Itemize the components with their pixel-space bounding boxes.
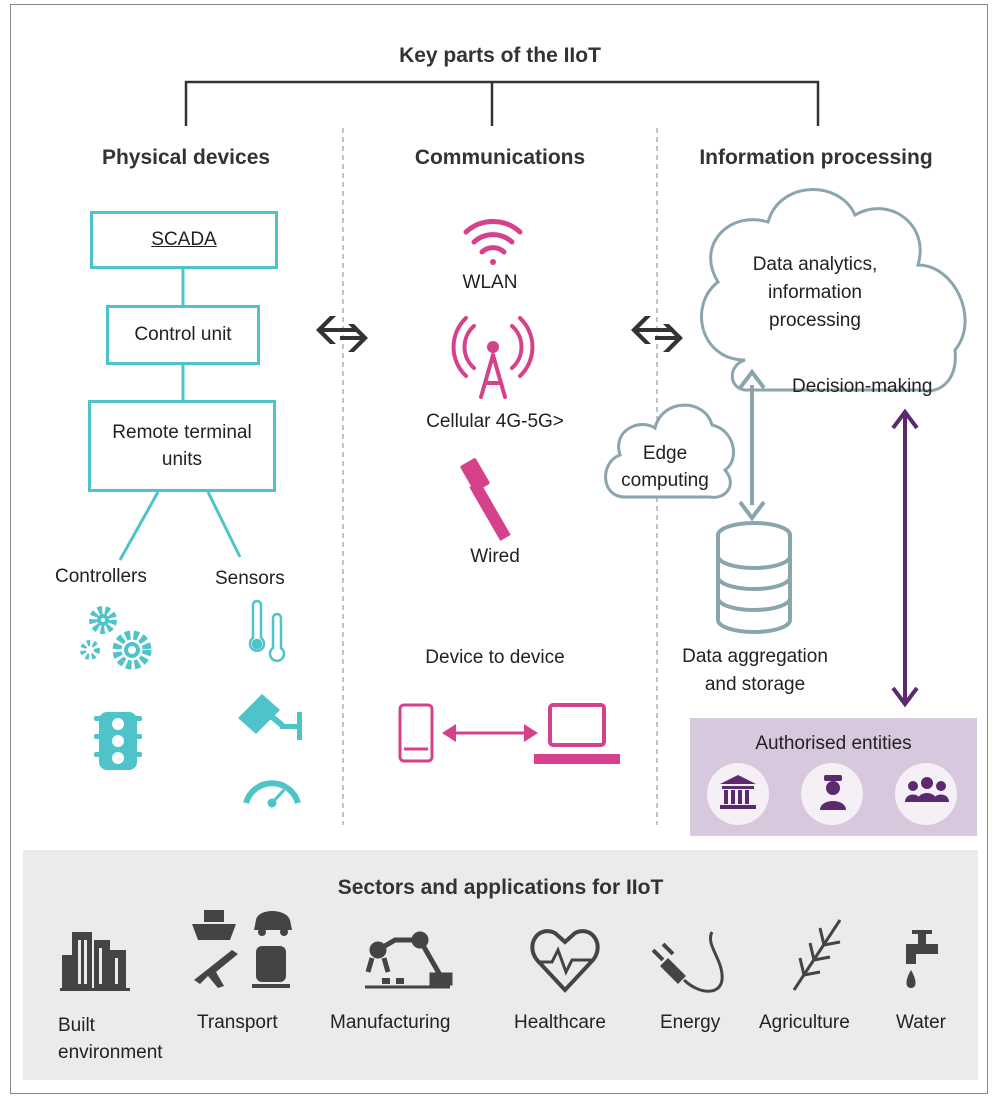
gears-icon	[80, 606, 152, 670]
cloud-line1: Data analytics,	[752, 254, 878, 275]
device-connectors	[118, 268, 242, 561]
cloud-line3: processing	[769, 310, 861, 331]
gauge-icon	[243, 780, 301, 808]
column-dividers	[342, 128, 658, 825]
heading-communications: Communications	[414, 146, 586, 169]
rtu-box: Remote terminal units	[88, 400, 276, 492]
sector-manufacturing: Manufacturing	[330, 1012, 451, 1033]
decision-making-label: Decision-making	[792, 376, 933, 397]
sectors-heading: Sectors and applications for IIoT	[337, 876, 664, 899]
sector-energy: Energy	[660, 1012, 721, 1033]
traffic-light-icon	[94, 712, 142, 770]
edge-cloud-icon	[604, 403, 735, 499]
tap-icon	[906, 930, 938, 988]
storage-cloud-arrow	[738, 368, 766, 522]
storage-line2: and storage	[704, 674, 806, 695]
physical-comms-arrows	[316, 316, 368, 352]
sector-water: Water	[896, 1012, 946, 1033]
scada-box: SCADA	[90, 211, 278, 269]
phone-icon	[398, 703, 434, 763]
scada-label: SCADA	[151, 229, 217, 250]
database-icon	[716, 521, 792, 634]
thermometers-icon	[248, 599, 286, 662]
storage-line1: Data aggregation	[682, 646, 828, 667]
cloud-line2: information	[768, 282, 862, 303]
controllers-label: Controllers	[55, 566, 147, 587]
plug-icon	[651, 931, 724, 993]
sector-agriculture: Agriculture	[759, 1012, 850, 1033]
cloud-text: Data analytics, information processing	[720, 251, 910, 335]
sector-healthcare: Healthcare	[514, 1012, 606, 1033]
decision-authorised-arrow	[891, 408, 919, 708]
sector-built-line2: environment	[58, 1042, 163, 1063]
d2d-arrow	[442, 724, 538, 742]
transport-icon	[192, 910, 292, 988]
robot-arm-icon	[365, 931, 453, 989]
sector-built-line1: Built	[58, 1015, 95, 1036]
wheat-icon	[792, 919, 842, 991]
diagram-title: Key parts of the IIoT	[399, 44, 601, 67]
wired-label: Wired	[470, 546, 520, 567]
buildings-icon	[60, 932, 130, 991]
sector-built-environment: Built environment	[58, 1012, 163, 1066]
edge-line2: computing	[621, 470, 709, 491]
laptop-icon	[534, 703, 620, 764]
rtu-label-line2: units	[161, 449, 203, 470]
heading-physical-devices: Physical devices	[101, 146, 271, 169]
figure-frame	[10, 4, 988, 1094]
sensors-label: Sensors	[215, 568, 285, 589]
cell-tower-icon	[451, 316, 535, 399]
control-unit-label: Control unit	[134, 324, 232, 345]
sector-transport: Transport	[197, 1012, 278, 1033]
camera-icon	[238, 694, 302, 740]
authorised-entities-label: Authorised entities	[755, 733, 912, 754]
wlan-label: WLAN	[462, 272, 518, 293]
device-to-device-label: Device to device	[425, 647, 565, 668]
cellular-label: Cellular 4G-5G>	[426, 411, 564, 432]
heading-information-processing: Information processing	[699, 146, 933, 169]
sectors-panel	[23, 850, 978, 1080]
group-icon	[905, 777, 949, 802]
analytics-cloud-icon	[700, 188, 967, 393]
edge-computing-text: Edge computing	[605, 440, 725, 494]
institution-icon	[720, 775, 756, 809]
officer-icon	[820, 775, 846, 810]
title-bracket	[184, 80, 820, 126]
ethernet-cable-icon	[460, 458, 511, 541]
wifi-icon	[463, 219, 523, 265]
comms-processing-arrows	[631, 316, 683, 352]
storage-text: Data aggregation and storage	[655, 643, 855, 699]
rtu-label-line1: Remote terminal	[112, 422, 252, 443]
heart-icon	[530, 929, 600, 993]
edge-line1: Edge	[642, 443, 688, 464]
control-unit-box: Control unit	[106, 305, 260, 365]
